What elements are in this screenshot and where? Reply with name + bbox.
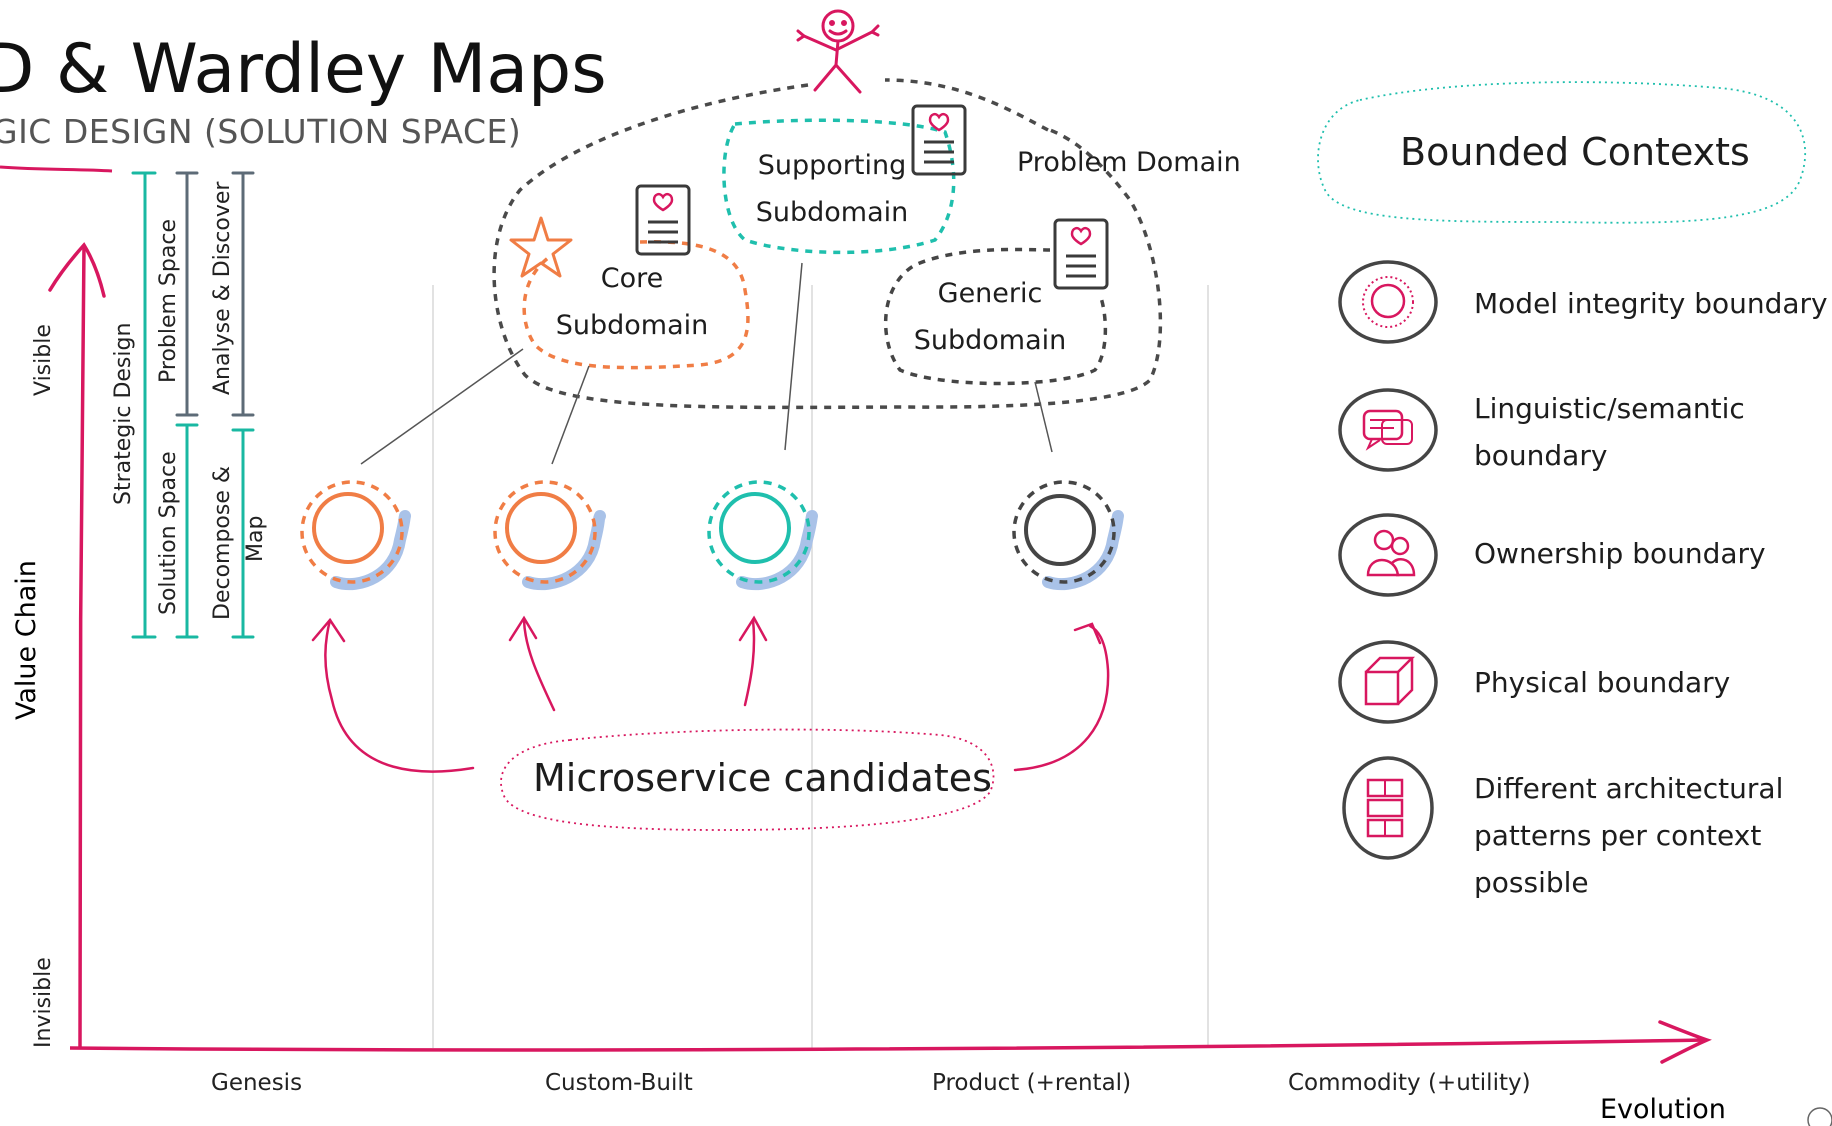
supporting-subdomain-boundary: [722, 118, 956, 255]
y-axis-bottom-label: Invisible: [31, 957, 56, 1048]
page-title: D & Wardley Maps: [0, 30, 607, 109]
stage-label-genesis: Genesis: [211, 1070, 303, 1096]
legend-item-linguistic: Linguistic/semantic boundary: [1474, 385, 1745, 479]
label-analyse-discover: Analyse & Discover: [210, 181, 235, 395]
label-strategic-design: Strategic Design: [111, 322, 136, 505]
y-axis-line: [77, 244, 86, 1049]
label-decompose-map-1: Decompose &: [210, 465, 235, 620]
core-subdomain-boundary: [522, 240, 750, 370]
connector-supporting: [784, 262, 803, 451]
legend-item-physical: Physical boundary: [1474, 659, 1730, 706]
y-axis-top-label: Visible: [31, 324, 56, 396]
y-axis-arrow: [48, 242, 106, 298]
star-icon: [509, 216, 573, 278]
problem-domain-boundary: [492, 78, 1163, 410]
document-icon-core: [635, 184, 691, 256]
bracket-solution-space: [175, 423, 199, 639]
microservice-node-3: [707, 480, 818, 591]
document-icon-generic: [1053, 218, 1109, 290]
arrow-to-node-2-head: [508, 615, 538, 642]
legend-item-text: Model integrity boundary: [1474, 287, 1828, 320]
cube-icon: [1338, 640, 1438, 724]
people-icon: [1338, 513, 1438, 597]
x-axis-arrow: [1658, 1020, 1712, 1064]
generic-subdomain-line1: Generic: [937, 278, 1043, 309]
bracket-decompose-map: [231, 428, 255, 639]
legend-item-text: possible: [1474, 866, 1589, 899]
arrow-to-node-4-head: [1073, 622, 1102, 645]
arrow-to-node-3-head: [738, 615, 768, 642]
label-solution-space: Solution Space: [156, 451, 181, 615]
arrow-to-node-4: [1013, 624, 1110, 772]
microservice-node-4: [1012, 480, 1124, 591]
legend-item-model-integrity: Model integrity boundary: [1474, 280, 1828, 327]
document-icon-supporting: [911, 104, 967, 176]
bounded-contexts-cloud: [1317, 81, 1807, 224]
arrow-to-node-3: [743, 618, 756, 707]
legend-item-text: Physical boundary: [1474, 666, 1731, 699]
generic-subdomain-label: Generic Subdomain: [905, 270, 1075, 364]
supporting-subdomain-label: Supporting Subdomain: [742, 142, 922, 236]
core-subdomain-label: Core Subdomain: [552, 255, 712, 349]
connector-core-1: [360, 348, 524, 465]
bracket-analyse-discover: [231, 171, 255, 417]
generic-subdomain-boundary: [883, 247, 1108, 386]
problem-domain-label: Problem Domain: [1017, 147, 1241, 178]
bracket-problem-space: [175, 171, 199, 417]
legend-item-text: Ownership boundary: [1474, 537, 1766, 570]
legend-item-text: Linguistic/semantic: [1474, 392, 1745, 425]
legend-item-architectural: Different architectural patterns per con…: [1474, 765, 1783, 906]
x-axis-title: Evolution: [1600, 1094, 1726, 1125]
connector-core-2: [551, 365, 590, 465]
core-subdomain-line1: Core: [600, 263, 664, 294]
bracket-strategic-design: [131, 171, 157, 639]
microservice-node-1: [300, 480, 411, 591]
arrow-to-node-1-head: [311, 617, 346, 643]
legend-item-ownership: Ownership boundary: [1474, 530, 1766, 577]
x-axis-line: [69, 1038, 1706, 1052]
stage-label-product: Product (+rental): [932, 1070, 1132, 1096]
legend-item-text: boundary: [1474, 439, 1608, 472]
stacked-blocks-icon: [1342, 756, 1434, 860]
microservice-node-2: [493, 480, 606, 591]
legend-item-text: Different architectural: [1474, 772, 1784, 805]
model-integrity-icon: [1338, 260, 1438, 344]
stage-label-custom-built: Custom-Built: [545, 1070, 693, 1096]
arrow-to-node-2: [522, 618, 556, 712]
stage-label-commodity: Commodity (+utility): [1288, 1070, 1531, 1096]
core-subdomain-line2: Subdomain: [555, 310, 709, 341]
label-decompose-map-2: Map: [243, 515, 268, 562]
title-underline: [0, 165, 113, 173]
user-stick-figure-icon: [796, 9, 880, 94]
connector-generic: [1034, 381, 1053, 453]
microservice-candidates-label: Microservice candidates: [533, 756, 992, 800]
supporting-subdomain-line2: Subdomain: [755, 197, 909, 228]
legend-item-text: patterns per context: [1474, 819, 1762, 852]
generic-subdomain-line2: Subdomain: [913, 325, 1067, 356]
supporting-subdomain-line1: Supporting: [757, 150, 907, 181]
legend-title: Bounded Contexts: [1400, 130, 1750, 174]
arrow-to-node-1: [324, 618, 475, 773]
speech-bubbles-icon: [1338, 388, 1438, 472]
page-subtitle: GIC DESIGN (SOLUTION SPACE): [0, 112, 522, 151]
corner-mark-icon: [1807, 1107, 1832, 1126]
label-problem-space: Problem Space: [156, 219, 181, 383]
y-axis-title: Value Chain: [11, 560, 42, 720]
microservice-candidates-cloud: [500, 728, 995, 831]
